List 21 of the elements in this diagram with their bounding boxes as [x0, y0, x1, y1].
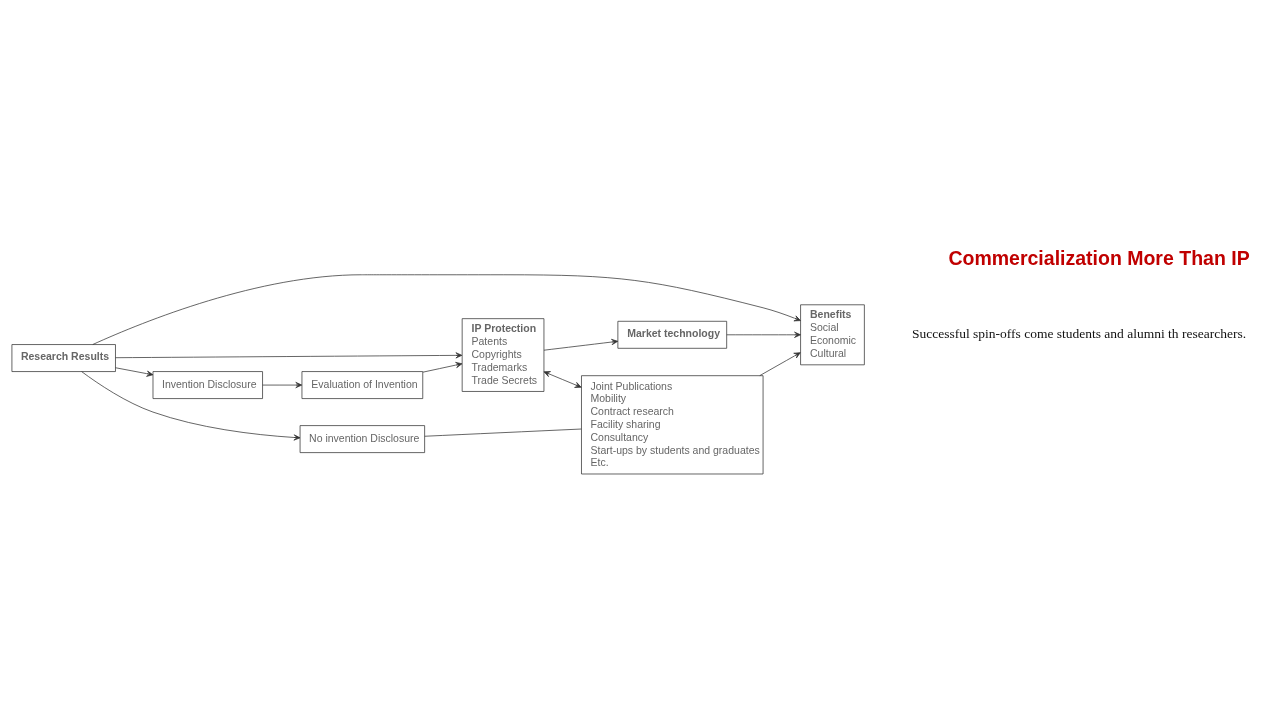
node-box: Invention Disclosure	[152, 371, 263, 399]
node-box: No invention Disclosure	[299, 425, 425, 453]
arrow	[262, 382, 303, 389]
arrow	[92, 274, 801, 345]
diagram-title: Commercialization More Than IP	[948, 246, 1250, 269]
connector	[424, 428, 582, 437]
arrow	[759, 352, 801, 376]
arrow	[115, 367, 154, 377]
arrow	[543, 371, 582, 388]
node-box: Joint Publications Mobility Contract research Facility sharing Consultancy Start-ups by students and graduates Etc.	[581, 375, 764, 475]
node-box: Benefits Social Economic Cultural	[800, 304, 865, 366]
arrow	[543, 338, 619, 351]
node-box: Market technology	[617, 320, 728, 349]
node-box: Research Results	[11, 344, 116, 372]
arrow	[422, 362, 463, 373]
arrow	[81, 371, 301, 441]
node-box: IP Protection Patents Copyrights Trademarks Trade Secrets	[461, 318, 545, 392]
arrow	[726, 331, 801, 338]
label: Successful spin-offs come students and alumni th researchers.	[911, 326, 1247, 342]
node-box: Evaluation of Invention	[301, 371, 424, 399]
arrow	[115, 352, 463, 359]
